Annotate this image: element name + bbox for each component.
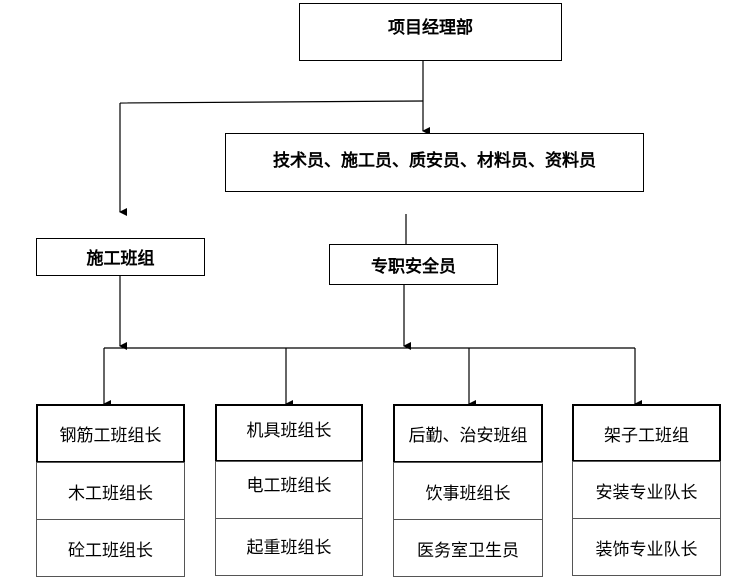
col-2-head: 机具班组长 (215, 404, 363, 462)
col-2-item-1-label: 电工班组长 (246, 476, 332, 496)
col-1-item-1: 木工班组长 (36, 462, 185, 520)
construction-team-label: 施工班组 (86, 249, 155, 269)
staff-box: 技术员、施工员、质安员、材料员、资料员 (225, 133, 644, 192)
safety-officer-label: 专职安全员 (371, 257, 456, 277)
staff-label: 技术员、施工员、质安员、材料员、资料员 (273, 151, 596, 171)
col-1-item-1-label: 木工班组长 (68, 483, 153, 504)
col-1-head-label: 钢筋工班组长 (59, 426, 162, 446)
col-3-item-2-label: 医务室卫生员 (417, 540, 519, 561)
col-4-head: 架子工班组 (572, 404, 721, 462)
branch-to-team-horizontal (119, 100, 424, 104)
col-3-item-2: 医务室卫生员 (393, 519, 543, 577)
project-manager-box: 项目经理部 (299, 3, 562, 61)
col-3-item-1-label: 饮事班组长 (425, 483, 511, 504)
col-4-item-1: 安装专业队长 (572, 461, 721, 519)
col-2-head-label: 机具班组长 (246, 421, 332, 441)
col-1-head: 钢筋工班组长 (36, 404, 185, 463)
col-1-item-2: 砼工班组长 (36, 519, 185, 577)
col-4-item-2-label: 装饰专业队长 (595, 539, 698, 560)
col-4-head-label: 架子工班组 (604, 425, 689, 446)
col-2-item-2-label: 起重班组长 (246, 538, 332, 558)
col-4-item-2: 装饰专业队长 (572, 518, 721, 576)
col-3-item-1: 饮事班组长 (393, 462, 543, 520)
safety-officer-box: 专职安全员 (329, 244, 498, 285)
col-1-item-2-label: 砼工班组长 (68, 540, 153, 561)
construction-team-box: 施工班组 (36, 238, 205, 276)
col-3-head: 后勤、治安班组 (393, 404, 543, 463)
col-4-item-1-label: 安装专业队长 (595, 482, 698, 503)
col-3-head-label: 后勤、治安班组 (408, 426, 528, 446)
project-manager-label: 项目经理部 (388, 18, 473, 38)
col-2-item-1: 电工班组长 (215, 461, 363, 519)
col-2-item-2: 起重班组长 (215, 518, 363, 576)
